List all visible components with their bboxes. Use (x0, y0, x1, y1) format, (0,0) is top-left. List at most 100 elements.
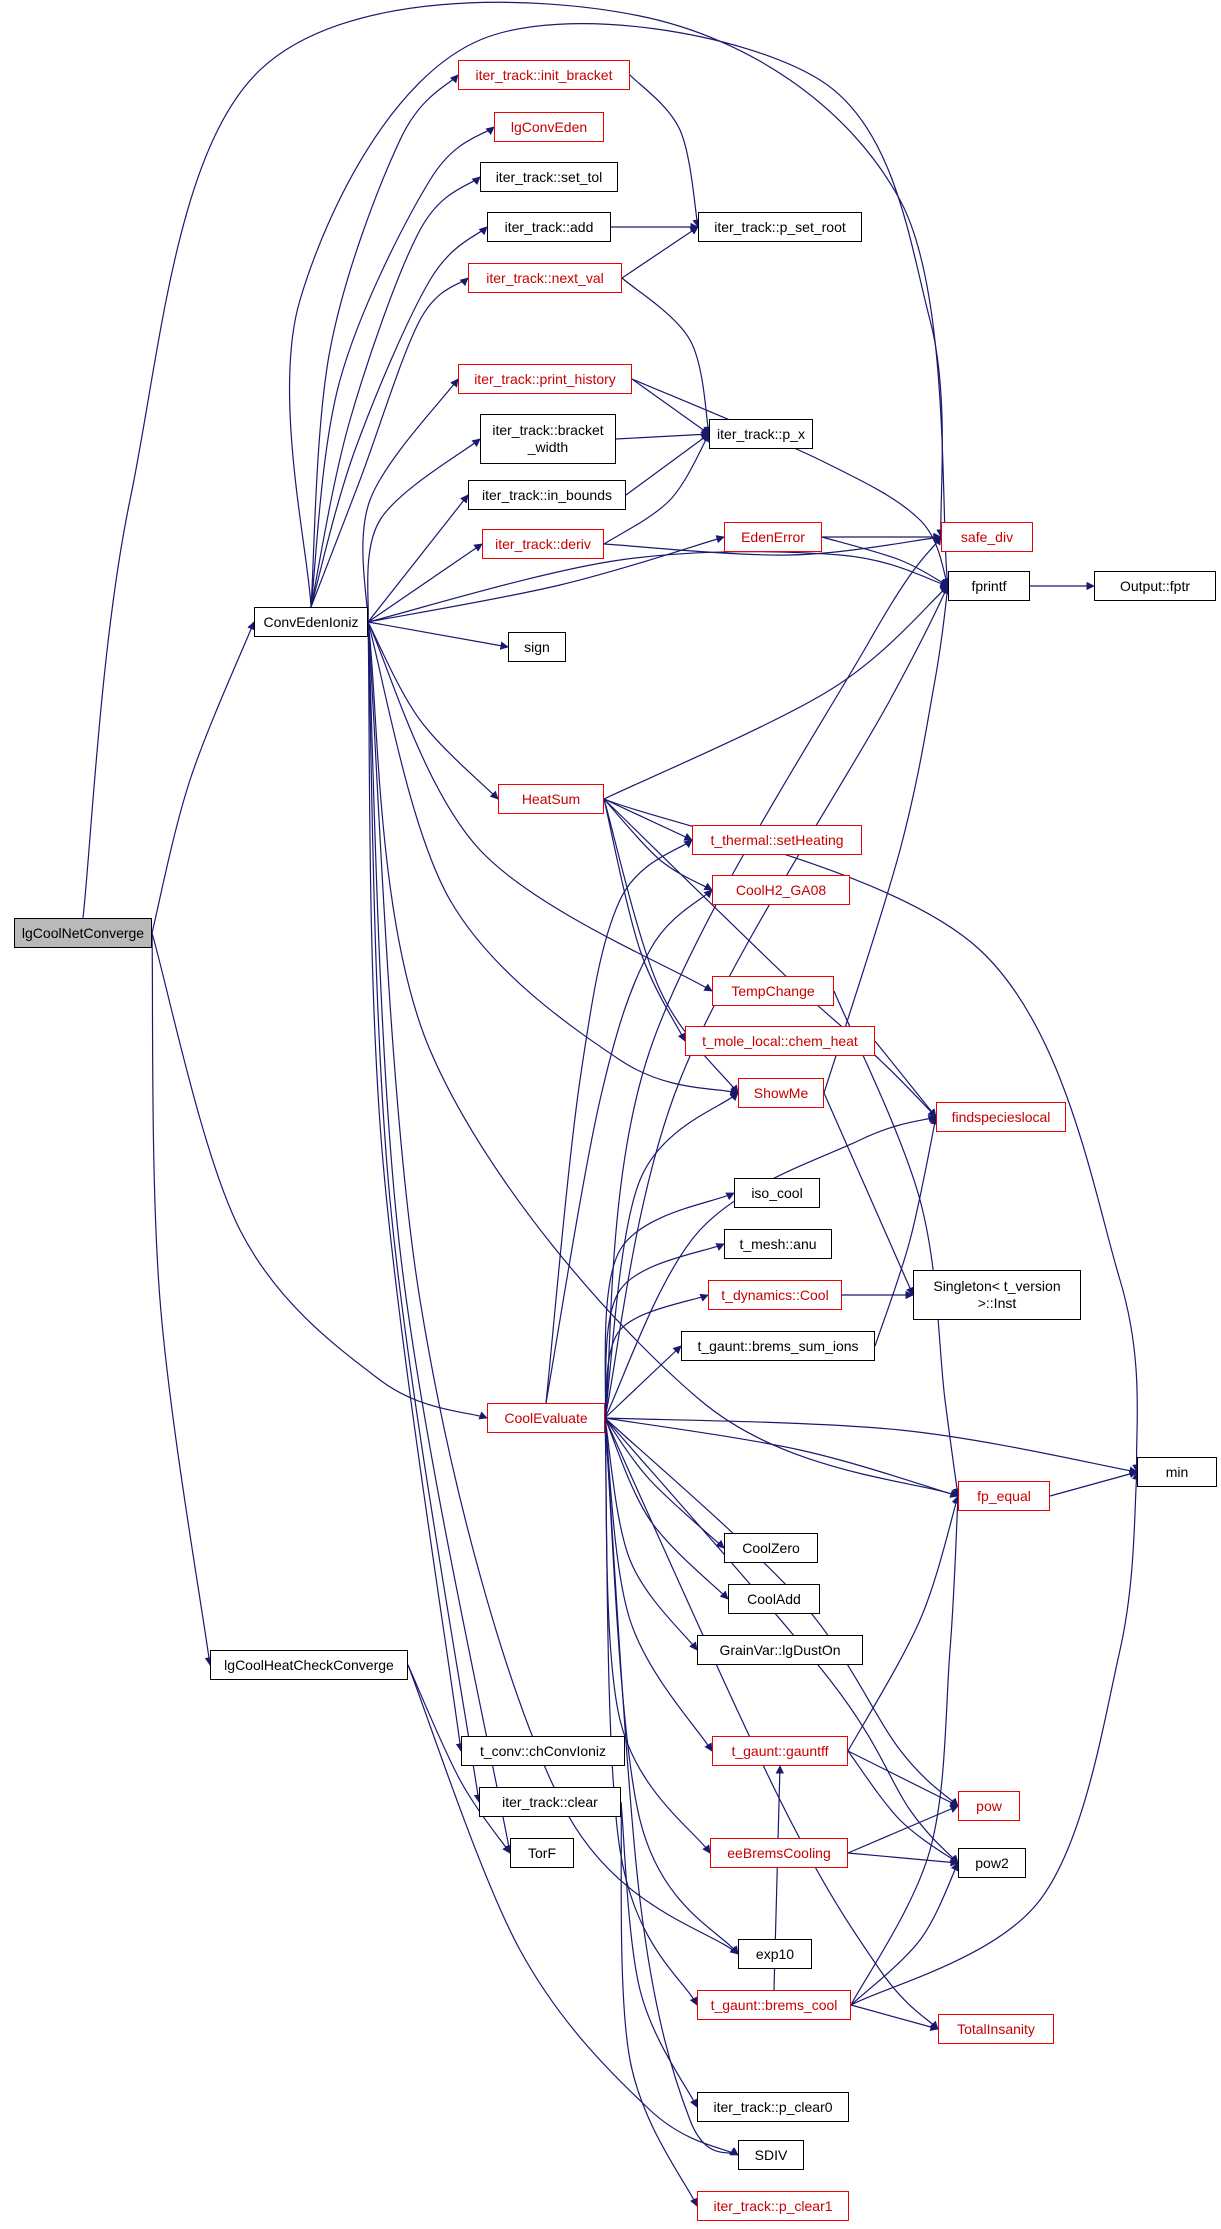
node-next_val[interactable]: iter_track::next_val (468, 263, 622, 293)
node-in_bounds[interactable]: iter_track::in_bounds (468, 480, 626, 510)
node-chConvIoniz[interactable]: t_conv::chConvIoniz (461, 1736, 625, 1766)
node-p_x[interactable]: iter_track::p_x (709, 419, 813, 449)
node-findspecieslocal[interactable]: findspecieslocal (936, 1102, 1066, 1132)
node-bracket_width[interactable]: iter_track::bracket _width (480, 414, 616, 464)
edge-gauntff-to-pow (847, 1750, 959, 1807)
edge-ConvEdenIoniz-to-in_bounds (367, 494, 469, 623)
edge-next_val-to-p_x (621, 277, 712, 435)
edge-CoolEvaluate-to-lgDustOn (604, 1417, 698, 1651)
edge-init_bracket-to-p_set_root (629, 74, 701, 228)
node-label: ConvEdenIoniz (263, 613, 359, 630)
node-print_history[interactable]: iter_track::print_history (458, 364, 632, 394)
node-TorF[interactable]: TorF (510, 1838, 574, 1868)
node-label: iter_track::p_x (717, 425, 805, 442)
node-label: t_gaunt::brems_sum_ions (697, 1337, 859, 1354)
node-Inst[interactable]: Singleton< t_version >::Inst (913, 1270, 1081, 1320)
node-chem_heat[interactable]: t_mole_local::chem_heat (685, 1026, 875, 1056)
node-lgCoolHeatCheckConverge[interactable]: lgCoolHeatCheckConverge (210, 1650, 408, 1680)
edge-ConvEdenIoniz-to-safe_div (288, 23, 945, 608)
edge-ConvEdenIoniz-to-set_tol (310, 176, 481, 608)
node-label: lgCoolHeatCheckConverge (224, 1656, 394, 1673)
node-lgDustOn[interactable]: GrainVar::lgDustOn (697, 1635, 863, 1665)
node-lgCoolNetConverge: lgCoolNetConverge (14, 918, 152, 948)
node-brems_cool[interactable]: t_gaunt::brems_cool (697, 1990, 851, 2020)
edge-in_bounds-to-p_x (625, 433, 710, 496)
node-CoolZero[interactable]: CoolZero (724, 1533, 818, 1563)
node-ConvEdenIoniz[interactable]: ConvEdenIoniz (254, 607, 368, 637)
node-label: t_mesh::anu (739, 1235, 817, 1252)
node-label: EdenError (741, 528, 805, 545)
node-safe_div[interactable]: safe_div (941, 522, 1033, 552)
edge-HeatSum-to-setHeating (603, 798, 693, 841)
node-anu[interactable]: t_mesh::anu (724, 1229, 832, 1259)
node-p_clear0[interactable]: iter_track::p_clear0 (697, 2092, 849, 2122)
node-label: lgConvEden (510, 118, 588, 135)
node-SDIV[interactable]: SDIV (738, 2140, 804, 2170)
edge-CoolEvaluate-to-ShowMe (604, 1092, 739, 1419)
node-fprintf[interactable]: fprintf (948, 571, 1030, 601)
node-init_bracket[interactable]: iter_track::init_bracket (458, 60, 630, 90)
edge-clear-to-p_clear1 (620, 1801, 698, 2207)
node-p_clear1[interactable]: iter_track::p_clear1 (697, 2191, 849, 2221)
edge-lgCoolNetConverge-to-ConvEdenIoniz (151, 621, 256, 934)
edge-gauntff-to-pow2 (847, 1750, 959, 1864)
edge-ConvEdenIoniz-to-clear (367, 621, 483, 1803)
edge-CoolEvaluate-to-CoolH2_GA08 (545, 889, 713, 1404)
node-lgConvEden[interactable]: lgConvEden (494, 112, 604, 142)
node-exp10[interactable]: exp10 (738, 1939, 812, 1969)
node-CoolH2_GA08[interactable]: CoolH2_GA08 (712, 875, 850, 905)
edge-ConvEdenIoniz-to-fp_equal (367, 621, 959, 1498)
edge-ConvEdenIoniz-to-deriv (367, 543, 483, 623)
node-TotalInsanity[interactable]: TotalInsanity (938, 2014, 1054, 2044)
edge-ConvEdenIoniz-to-print_history (362, 378, 459, 623)
node-add[interactable]: iter_track::add (487, 212, 611, 242)
node-sign[interactable]: sign (508, 632, 566, 662)
node-ShowMe[interactable]: ShowMe (738, 1078, 824, 1108)
node-label: Output::fptr (1119, 577, 1191, 594)
node-set_tol[interactable]: iter_track::set_tol (480, 162, 618, 192)
node-label: fp_equal (977, 1487, 1031, 1504)
node-deriv[interactable]: iter_track::deriv (482, 529, 604, 559)
node-min[interactable]: min (1137, 1457, 1217, 1487)
edge-ConvEdenIoniz-to-sign (367, 621, 509, 650)
node-dynCool[interactable]: t_dynamics::Cool (708, 1280, 842, 1310)
node-brems_sum_ions[interactable]: t_gaunt::brems_sum_ions (681, 1331, 875, 1361)
edge-lgCoolNetConverge-to-CoolEvaluate (151, 932, 488, 1420)
node-label: CoolZero (742, 1539, 800, 1556)
node-label: min (1165, 1463, 1189, 1480)
node-pow[interactable]: pow (958, 1791, 1020, 1821)
node-TempChange[interactable]: TempChange (712, 976, 834, 1006)
node-label: iter_track::p_set_root (714, 218, 846, 235)
node-HeatSum[interactable]: HeatSum (498, 784, 604, 814)
node-fp_equal[interactable]: fp_equal (958, 1481, 1050, 1511)
node-label: TempChange (731, 982, 815, 999)
edge-brems_cool-to-TotalInsanity (850, 2004, 939, 2032)
node-label: t_gaunt::gauntff (731, 1742, 829, 1759)
edge-print_history-to-fprintf (631, 378, 949, 587)
node-EdenError[interactable]: EdenError (724, 522, 822, 552)
node-pow2[interactable]: pow2 (958, 1848, 1026, 1878)
node-label: Singleton< t_version >::Inst (933, 1278, 1061, 1311)
node-label: sign (524, 638, 550, 655)
node-eeBremsCooling[interactable]: eeBremsCooling (710, 1838, 848, 1868)
edge-HeatSum-to-min (603, 798, 1141, 1473)
node-label: pow (976, 1797, 1002, 1814)
node-label: iter_track::deriv (495, 535, 591, 552)
node-setHeating[interactable]: t_thermal::setHeating (692, 825, 862, 855)
node-label: GrainVar::lgDustOn (719, 1641, 841, 1658)
node-CoolEvaluate[interactable]: CoolEvaluate (487, 1403, 605, 1433)
node-gauntff[interactable]: t_gaunt::gauntff (712, 1736, 848, 1766)
edge-TempChange-to-fp_equal (833, 990, 962, 1497)
node-label: iter_track::next_val (486, 269, 604, 286)
node-CoolAdd[interactable]: CoolAdd (728, 1584, 820, 1614)
node-label: safe_div (960, 528, 1014, 545)
node-Output_fptr[interactable]: Output::fptr (1094, 571, 1216, 601)
node-p_set_root[interactable]: iter_track::p_set_root (698, 212, 862, 242)
node-clear[interactable]: iter_track::clear (479, 1787, 621, 1817)
node-label: iter_track::bracket _width (492, 422, 604, 455)
node-iso_cool[interactable]: iso_cool (734, 1178, 820, 1208)
edge-brems_cool-to-min (850, 1471, 1141, 2006)
edge-ConvEdenIoniz-to-chConvIoniz (367, 621, 465, 1752)
edge-eeBremsCooling-to-pow2 (847, 1852, 959, 1867)
